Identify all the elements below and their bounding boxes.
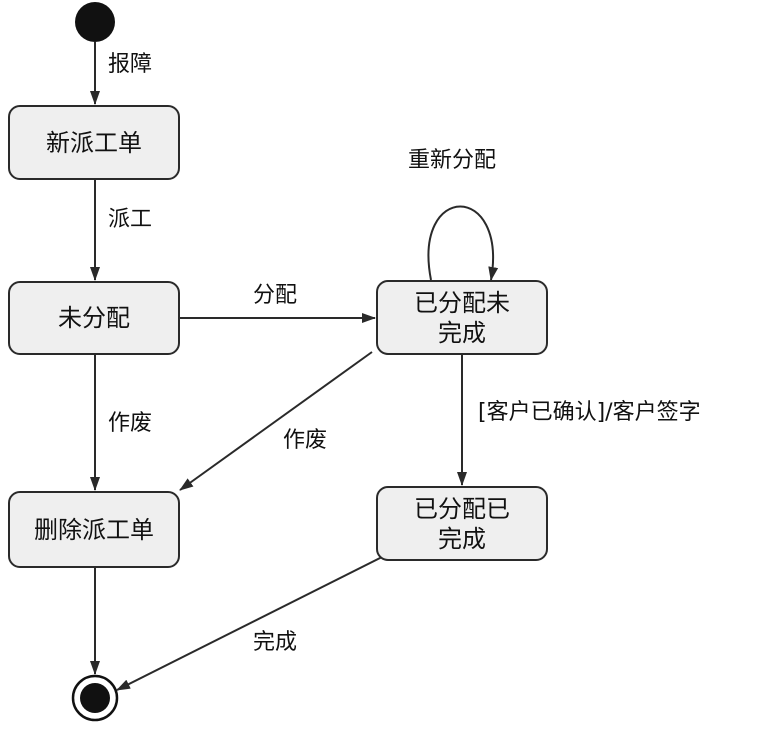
label-complete: 完成 [253,630,298,655]
arrow-complete [116,556,383,691]
state-assigned-complete: 已分配已 完成 [376,486,548,561]
state-assigned-incomplete: 已分配未 完成 [376,280,548,355]
initial-state-node [75,2,115,42]
label-assign: 分配 [253,283,298,308]
state-unassigned: 未分配 [8,281,180,355]
state-new-ticket: 新派工单 [8,105,180,180]
arrow-reassign-loop [427,205,499,281]
label-confirm: [客户已确认]/客户签字 [478,400,701,425]
label-cancel-left: 作废 [108,411,153,436]
label-report: 报障 [108,52,153,77]
label-dispatch: 派工 [108,207,153,232]
final-state-core [80,683,110,713]
label-reassign: 重新分配 [408,148,497,173]
label-cancel-diagonal: 作废 [283,428,328,453]
arrow-cancel-diagonal [179,351,373,491]
state-delete-ticket: 删除派工单 [8,491,180,568]
